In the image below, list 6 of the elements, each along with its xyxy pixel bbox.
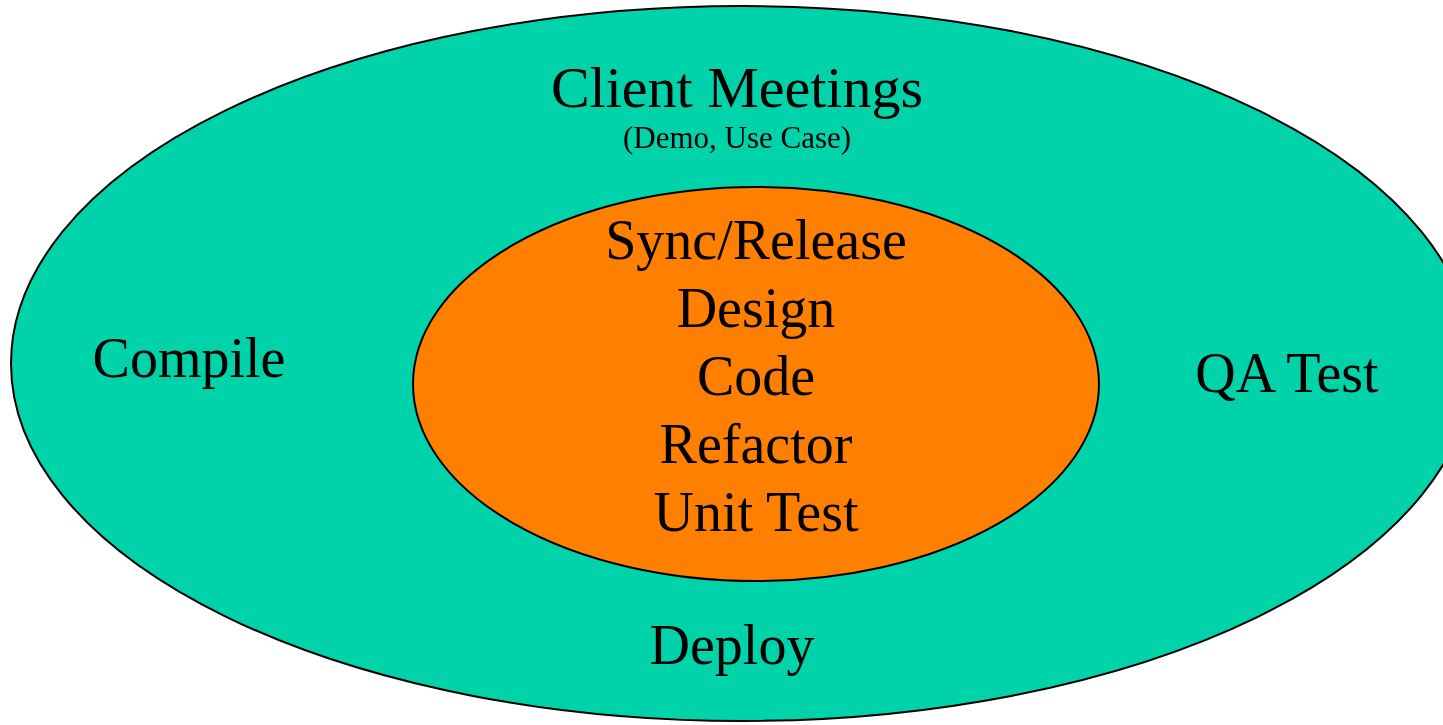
- ellipse-label: QA Test: [1195, 345, 1379, 401]
- ellipse-label: Unit Test: [653, 484, 859, 540]
- ellipse-label: Code: [696, 348, 816, 404]
- ellipse-label: Client Meetings: [550, 59, 924, 117]
- ellipse-label: Refactor: [659, 416, 853, 472]
- ellipse-label: (Demo, Use Case): [622, 122, 852, 153]
